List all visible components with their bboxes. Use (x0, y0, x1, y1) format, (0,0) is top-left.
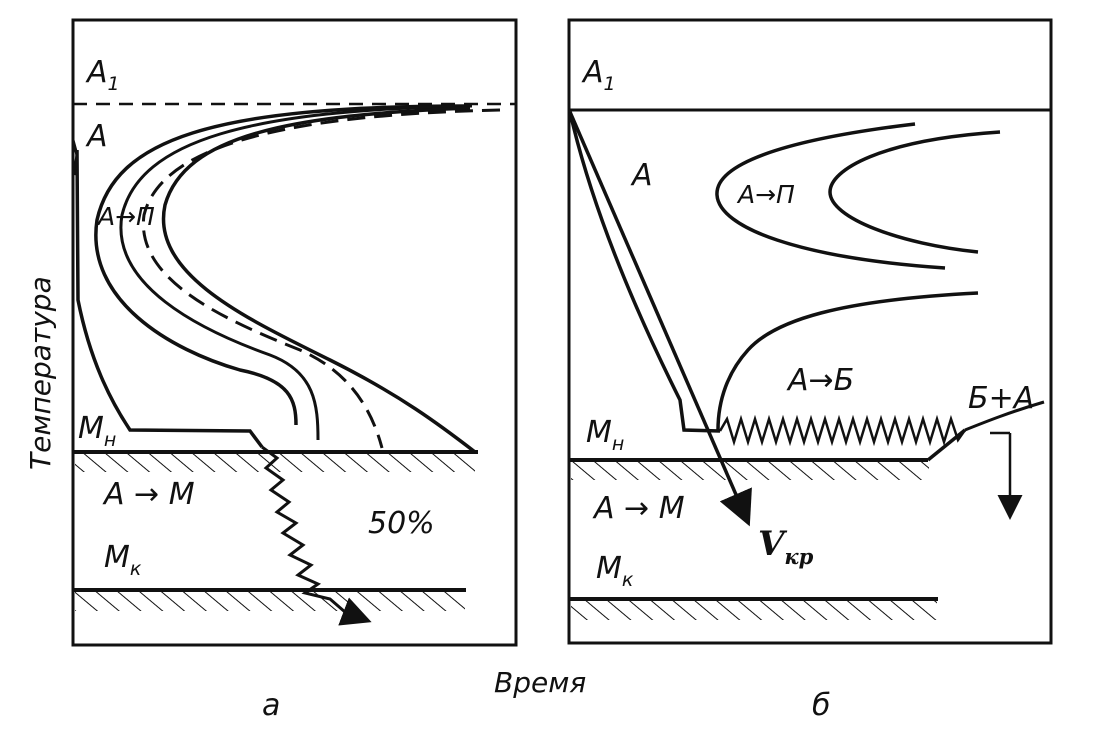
c-curve-50pct-dashed (141, 108, 501, 449)
panel-b-frame (567, 18, 1053, 645)
label-50-percent: 50% (368, 506, 435, 541)
label-b-plus-a: Б+A (968, 381, 1034, 416)
label-mn: Mн (78, 411, 116, 451)
bainite-austenite-curve (964, 400, 1045, 432)
panel-a: A1 A A→П Mн A → M 50% Mк а (71, 18, 518, 723)
pearlite-curve-finish (828, 130, 1001, 254)
panel-a-caption: а (262, 688, 280, 723)
label-a-to-b: A→Б (786, 363, 854, 398)
mn-line-b-slope (926, 428, 967, 462)
label-a1: A1 (85, 55, 120, 95)
pearlite-curve-start (715, 122, 946, 270)
panel-b-caption: б (812, 688, 831, 723)
mk-hatch-band (75, 591, 465, 611)
panel-b: A1 A A→П A→Б Б+A Mн A → M Vкр Mк б (567, 18, 1053, 723)
y-axis-title: Температура (24, 276, 57, 470)
panel-a-frame (71, 18, 518, 647)
c-curve-finish (161, 106, 477, 454)
mk-hatch-band-b (571, 600, 937, 620)
label-a-to-m: A → M (102, 477, 195, 512)
zigzag-arrow-a (338, 597, 372, 626)
label-a1-b: A1 (581, 55, 616, 95)
mn-hatch-band (75, 452, 475, 472)
label-austenite-b: A (630, 158, 653, 193)
x-axis-title: Время (494, 666, 586, 699)
label-mk-b: Mк (596, 551, 634, 591)
bainite-curve-start (716, 291, 979, 431)
cooling-start-spike (71, 139, 79, 176)
zigzag-martensite-a (261, 445, 346, 614)
cooling-curve-b (568, 111, 721, 433)
zigzag-bainite-b (718, 414, 967, 447)
cooling-curve-a (75, 149, 264, 449)
label-austenite: A (85, 119, 108, 154)
label-a-to-p: A→П (96, 202, 155, 231)
vkr-arrow (568, 111, 752, 527)
mn-hatch-band-b (571, 460, 929, 480)
c-curve-inner (119, 104, 473, 441)
c-curve-start (94, 104, 469, 426)
label-mn-b: Mн (586, 415, 624, 455)
label-mk: Mк (104, 540, 142, 580)
label-a-to-m-b: A → M (592, 491, 685, 526)
label-vkr: Vкр (758, 524, 814, 569)
label-a-to-p-b: A→П (736, 180, 795, 209)
